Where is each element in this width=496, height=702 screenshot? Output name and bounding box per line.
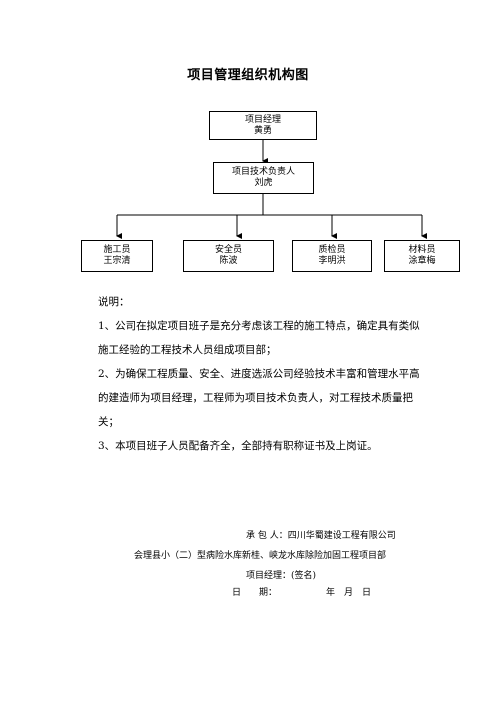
org-role: 项目技术负责人 [231, 167, 295, 177]
org-role: 施工员 [103, 245, 131, 255]
org-person: 刘虎 [254, 178, 273, 188]
notes-heading: 说明： [98, 296, 130, 308]
notes-section: 说明： 1、公司在拟定项目班子是充分考虑该工程的施工特点，确定具有类似施工经验的… [77, 290, 422, 458]
org-person: 王宗清 [103, 256, 131, 266]
org-role: 项目经理 [244, 114, 281, 125]
org-box-tech-lead: 项目技术负责人 刘虎 [213, 162, 314, 194]
org-person: 陈波 [219, 256, 238, 266]
org-box-staff-3: 质检员 李明洪 [292, 240, 372, 272]
signature-date-label: 日 期： [232, 588, 278, 598]
signature-project: 会理县小（二）型病险水库新桂、峡龙水库除险加固工程项目部 [134, 551, 387, 561]
org-box-staff-1: 施工员 王宗清 [81, 240, 153, 272]
page-title: 项目管理组织机构图 [187, 68, 309, 83]
org-person: 黄勇 [253, 125, 272, 136]
org-box-manager: 项目经理 黄勇 [209, 111, 317, 140]
signature-manager: 项目经理：(签名) [246, 571, 317, 581]
signature-contractor: 承 包 人：四川华蜀建设工程有限公司 [246, 531, 396, 541]
org-person: 李明洪 [318, 256, 346, 266]
notes-item-1: 1、公司在拟定项目班子是充分考虑该工程的施工特点，确定具有类似施工经验的工程技术… [98, 320, 420, 356]
org-role: 质检员 [318, 245, 346, 255]
notes-item-2: 2、为确保工程质量、安全、进度选派公司经验技术丰富和管理水平高的建造师为项目经理… [98, 368, 420, 428]
org-role: 安全员 [214, 245, 242, 255]
org-role: 材料员 [408, 245, 436, 255]
signature-date-fields: 年 月 日 [326, 588, 372, 598]
org-box-staff-4: 材料员 涂章梅 [384, 240, 460, 272]
org-person: 涂章梅 [408, 256, 436, 266]
notes-item-3: 3、本项目班子人员配备齐全，全部持有职称证书及上岗证。 [98, 440, 378, 452]
org-box-staff-2: 安全员 陈波 [183, 240, 274, 272]
